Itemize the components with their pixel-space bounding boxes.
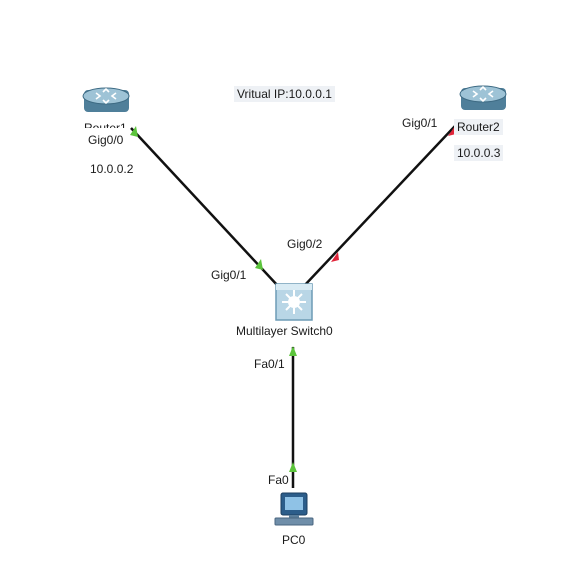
link-status-up-indicator xyxy=(130,126,138,137)
router1-name-label: Router1 xyxy=(84,121,127,128)
pc0-name-label: PC0 xyxy=(282,533,306,547)
port-label-pc0-fa0: Fa0 xyxy=(268,473,289,487)
port-label-switch0-gig0-1: Gig0/1 xyxy=(211,268,247,282)
link-status-up-indicator xyxy=(255,259,263,270)
router1-ip-label: 10.0.0.2 xyxy=(90,162,134,176)
pc-icon[interactable] xyxy=(274,492,314,526)
multilayer-switch-icon[interactable] xyxy=(275,283,313,321)
port-label-router2-gig0-1: Gig0/1 xyxy=(402,116,438,130)
router2-icon[interactable] xyxy=(459,85,507,110)
link-status-up-indicator xyxy=(289,346,297,356)
link-status-up-indicator xyxy=(289,462,297,472)
port-label-switch0-fa0-1: Fa0/1 xyxy=(254,357,285,371)
router1-icon[interactable] xyxy=(82,87,130,112)
switch0-name-label: Multilayer Switch0 xyxy=(236,324,333,338)
port-label-router1-gig0-0: Gig0/0 xyxy=(88,133,124,147)
port-label-switch0-gig0-2: Gig0/2 xyxy=(287,237,323,251)
link-status-down-indicator xyxy=(331,252,339,262)
cable-router1-switch0[interactable] xyxy=(130,127,279,287)
cable-router2-switch0[interactable] xyxy=(303,125,456,287)
router2-name-label: Router2 xyxy=(454,119,503,135)
virtual-ip-note: Vritual IP:10.0.0.1 xyxy=(234,86,335,102)
switch0-name-text: Multilayer Switch0 xyxy=(236,324,333,338)
router2-ip-label: 10.0.0.3 xyxy=(454,145,504,161)
